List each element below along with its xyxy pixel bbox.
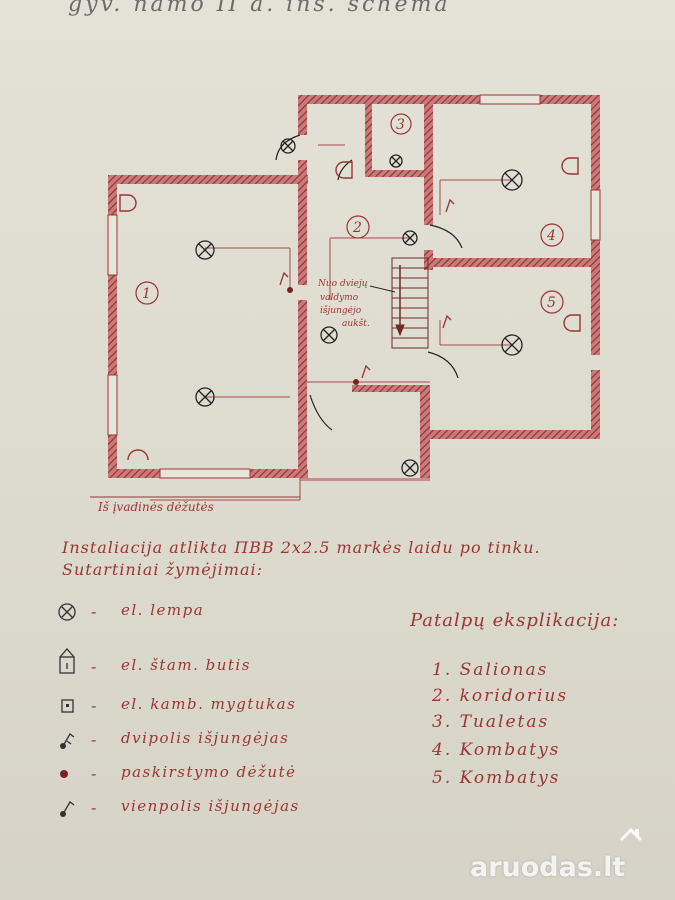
lamp-icon	[401, 459, 419, 477]
lamp-icon	[389, 154, 403, 168]
sheet-title: gyv. namo II a. ins. schema	[68, 0, 451, 17]
room-item-1: 1. Salionas	[432, 660, 549, 680]
svg-text:Nuo dviejų: Nuo dviejų	[317, 279, 368, 289]
single-switch-icon	[60, 801, 75, 817]
plan-sockets	[119, 157, 581, 461]
junction-box-icon	[353, 379, 359, 385]
legend-row-single-switch: - vienpolis išjungėjas	[55, 796, 395, 820]
svg-text:išjungėjo: išjungėjo	[320, 305, 362, 316]
room-item-3: 3. Tualetas	[432, 712, 550, 732]
lamp-icon	[501, 169, 523, 191]
button-switch-icon	[61, 699, 74, 713]
junction-box-icon	[287, 287, 293, 293]
staircase	[391, 257, 429, 349]
socket-icon	[561, 157, 579, 175]
lamp-icon	[195, 240, 215, 260]
socket-icon	[563, 314, 581, 332]
switch-icon	[445, 198, 455, 213]
plan-switches	[279, 198, 455, 379]
legend-row-double-switch: - dvipolis išjungėjas	[55, 728, 395, 752]
house-logo-icon	[619, 827, 643, 842]
svg-text:aukšt.: aukšt.	[342, 318, 370, 329]
lamp-icon	[402, 230, 418, 246]
socket-icon	[335, 161, 353, 179]
room-item-2: 2. koridorius	[432, 686, 569, 706]
socket-icon	[59, 648, 75, 674]
switch-icon	[279, 271, 289, 286]
wiring	[150, 144, 512, 501]
windows	[107, 94, 601, 479]
watermark: aruodas.lt	[470, 852, 626, 883]
legend-row-junction-box: - paskirstymo dėžutė	[55, 762, 395, 786]
room-1-walls	[108, 175, 308, 478]
legend-row-lamp: - el. lempa	[55, 600, 395, 624]
lamp-icon	[320, 326, 338, 344]
switch-icon	[442, 314, 452, 329]
room-number-1: 1	[142, 286, 151, 302]
room-item-5: 5. Kombatys	[432, 768, 561, 788]
legend-title: Sutartiniai žymėjimai:	[62, 560, 263, 579]
room-number-4: 4	[546, 228, 556, 244]
lamp-icon	[280, 138, 296, 154]
lamp-icon	[501, 334, 523, 356]
installation-note: Instaliacija atlikta ПВВ 2x2.5 markės la…	[62, 538, 541, 557]
lamp-icon	[58, 603, 76, 621]
plan-lamps	[195, 138, 523, 477]
socket-icon	[127, 449, 149, 461]
upper-walls	[298, 95, 600, 355]
plan-junction-boxes	[287, 287, 359, 385]
room-number-labels	[135, 113, 564, 314]
junction-box-icon	[60, 770, 68, 778]
lower-walls	[300, 370, 600, 481]
room-number-2: 2	[352, 220, 362, 236]
stair-note: Nuo dviejų valdymo išjungėjo aukšt.	[317, 279, 370, 329]
svg-text:valdymo: valdymo	[320, 293, 359, 303]
floor-plan: 1 2 3 4 5 Nuo dviejų valdymo išjungėjo a…	[90, 94, 601, 514]
socket-icon	[119, 194, 137, 212]
room-number-5: 5	[547, 295, 556, 311]
entry-label: Iš įvadinės dėžutės	[97, 500, 214, 514]
room-item-4: 4. Kombatys	[432, 740, 561, 760]
legend-row-socket: - el. štam. butis	[55, 648, 395, 679]
lamp-icon	[195, 387, 215, 407]
switch-icon	[361, 364, 371, 379]
room-number-3: 3	[396, 117, 405, 133]
double-switch-icon	[60, 733, 75, 749]
rooms-title: Patalpų eksplikacija:	[410, 610, 620, 631]
legend-row-socket-button: - el. kamb. mygtukas	[55, 694, 395, 718]
